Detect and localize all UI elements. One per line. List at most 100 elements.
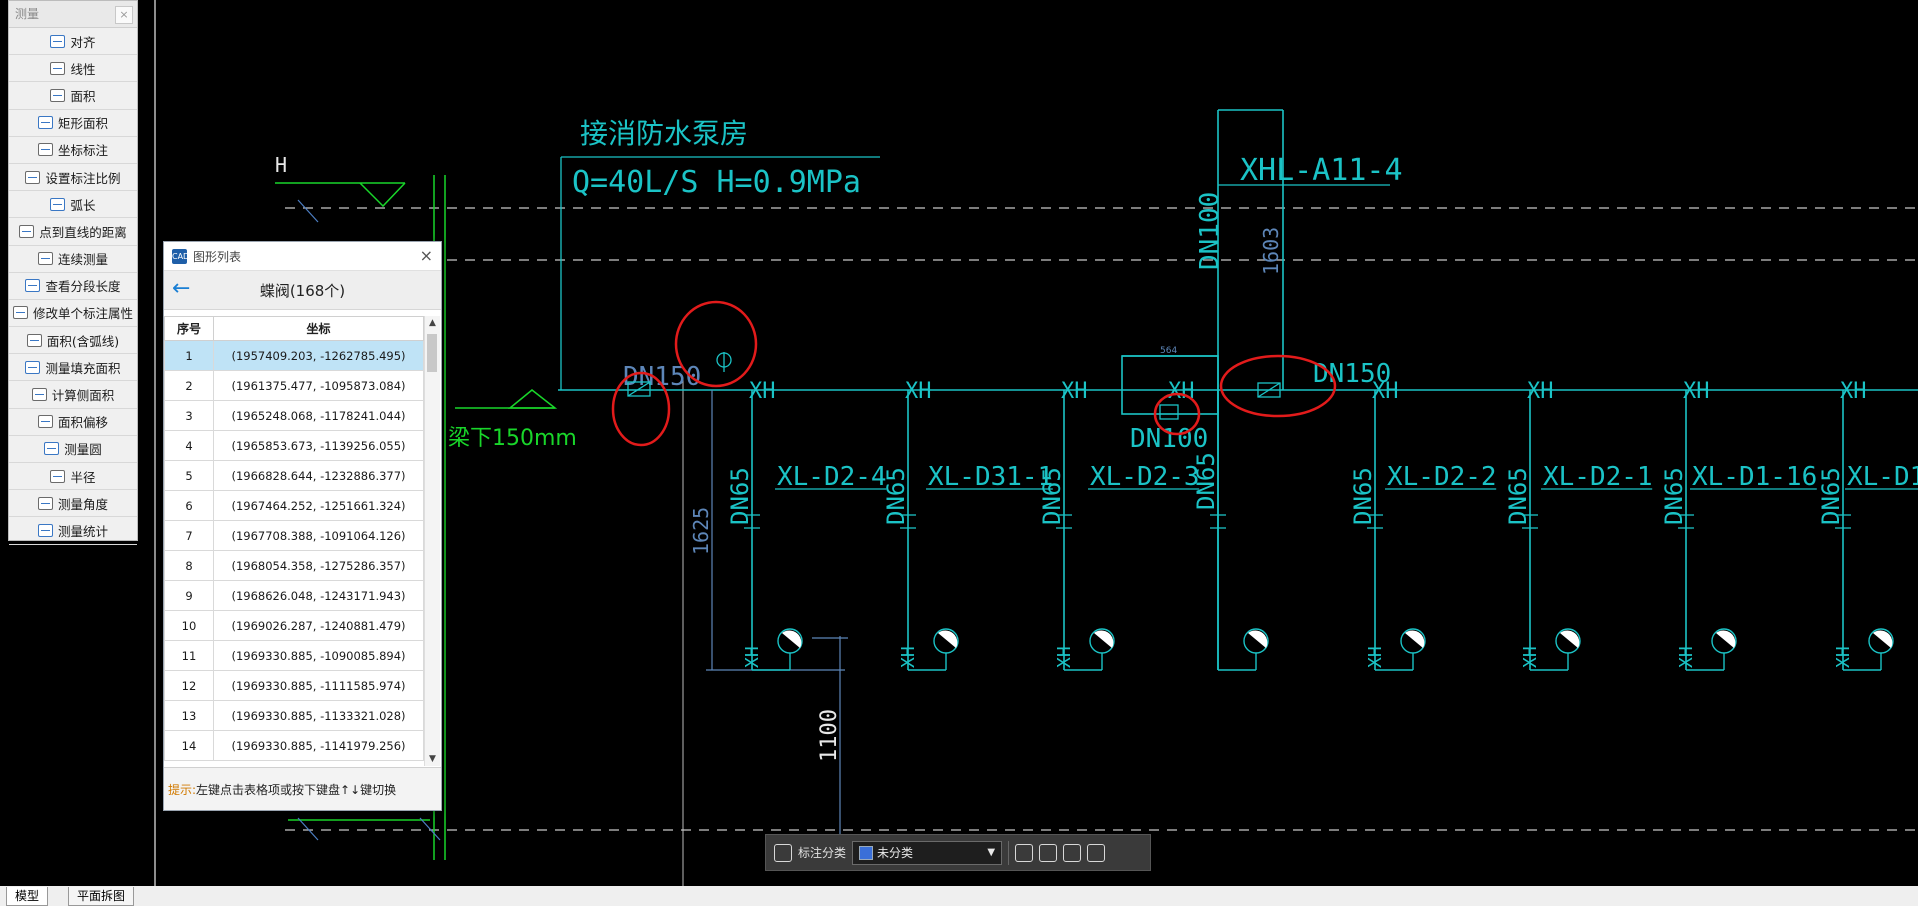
scroll-down-icon[interactable]: ▼ (429, 754, 436, 764)
align-measure-icon (50, 34, 66, 48)
measure-item[interactable]: 查看分段长度 (9, 273, 137, 300)
hydrant-fill (1405, 630, 1425, 648)
continuous-measure-icon (37, 252, 53, 266)
table-row[interactable]: 4(1965853.673, -1139256.055) (164, 430, 424, 461)
measure-item[interactable]: 面积 (9, 82, 137, 110)
scroll-up-icon[interactable]: ▲ (429, 318, 436, 328)
measure-item[interactable]: 测量圆 (9, 436, 137, 463)
pump-room-label: 接消防水泵房 (580, 117, 748, 150)
row-number: 3 (164, 400, 214, 431)
table-row[interactable]: 1(1957409.203, -1262785.495) (164, 340, 424, 371)
table-row[interactable]: 12(1969330.885, -1111585.974) (164, 670, 424, 701)
table-row[interactable]: 2(1961375.477, -1095873.084) (164, 370, 424, 401)
measure-item-label: 测量圆 (64, 442, 102, 458)
measure-item[interactable]: 坐标标注 (9, 137, 137, 164)
table-row[interactable]: 10(1969026.287, -1240881.479) (164, 610, 424, 641)
column-header-coord[interactable]: 坐标 (213, 316, 424, 341)
measure-item[interactable]: 测量统计 (9, 517, 137, 545)
measure-item-label: 坐标标注 (57, 143, 108, 159)
highlight-circle-1 (611, 371, 671, 447)
scale-icon (25, 170, 41, 184)
scroll-thumb[interactable] (427, 334, 437, 372)
dn65-label: DN65 (1817, 467, 1845, 525)
table-row[interactable]: 8(1968054.358, -1275286.357) (164, 550, 424, 581)
paste-icon[interactable] (1087, 843, 1106, 862)
xh-valve-label: XH (749, 379, 776, 404)
dialog-footer: 提示: 左键点击表格项或按下键盘↑↓键切换 (164, 767, 441, 810)
xh-valve-label: XH (1372, 379, 1399, 404)
category-color-swatch (859, 845, 874, 860)
arc-area-icon (26, 333, 42, 347)
hydrant-fill (1248, 630, 1268, 648)
measure-item[interactable]: 修改单个标注属性 (9, 300, 137, 328)
highlight-circle-2 (674, 300, 758, 388)
table-row[interactable]: 9(1968626.048, -1243171.943) (164, 580, 424, 611)
move-icon[interactable] (1039, 843, 1058, 862)
tip-label: 提示: (168, 782, 197, 797)
xh-side-label: XH (1676, 646, 1697, 668)
measure-item[interactable]: 线性 (9, 55, 137, 83)
table-row[interactable]: 11(1969330.885, -1090085.894) (164, 640, 424, 671)
row-number: 2 (164, 370, 214, 401)
row-number: 12 (164, 670, 214, 701)
measure-item-label: 矩形面积 (57, 116, 108, 132)
measure-item[interactable]: 面积(含弧线) (9, 327, 137, 355)
linear-measure-icon (50, 61, 66, 75)
xh-valve-label: XH (1527, 379, 1554, 404)
shape-table: 序号 坐标 1(1957409.203, -1262785.495)2(1961… (164, 316, 424, 761)
vertical-scrollbar[interactable]: ▲ ▼ (424, 316, 440, 766)
measure-item[interactable]: 测量填充面积 (9, 354, 137, 382)
measure-item-label: 测量统计 (57, 523, 108, 539)
measure-item[interactable]: 矩形面积 (9, 110, 137, 137)
table-row[interactable]: 7(1967708.388, -1091064.126) (164, 520, 424, 551)
dim-1100-label: 1100 (817, 709, 842, 762)
branch-tag: XL-D2-3 (1090, 462, 1200, 492)
measure-item[interactable]: 面积偏移 (9, 409, 137, 436)
dim-564-label: 564 (1160, 346, 1177, 356)
measure-item[interactable]: 连续测量 (9, 246, 137, 273)
radius-icon (50, 469, 66, 483)
category-select[interactable]: 未分类 ▼ (852, 840, 1003, 865)
measure-item[interactable]: 计算侧面积 (9, 381, 137, 409)
toolbar-separator (1008, 840, 1010, 865)
row-number: 1 (164, 340, 214, 371)
table-row[interactable]: 3(1965248.068, -1178241.044) (164, 400, 424, 431)
grid-apps-icon[interactable] (774, 843, 792, 862)
tab-plan-split[interactable]: 平面拆图 (68, 887, 135, 906)
measure-item-label: 线性 (70, 61, 96, 77)
row-coordinate: (1969330.885, -1133321.028) (213, 700, 424, 731)
measure-item-label: 面积 (70, 88, 96, 104)
measure-item-label: 查看分段长度 (45, 279, 121, 295)
statistics-icon (37, 523, 53, 537)
table-row[interactable]: 14(1969330.885, -1141979.256) (164, 730, 424, 761)
edit-icon[interactable] (1015, 843, 1034, 862)
point-line-distance-icon (19, 224, 35, 238)
xh-valve-label: XH (905, 379, 932, 404)
table-row[interactable]: 13(1969330.885, -1133321.028) (164, 700, 424, 731)
row-coordinate: (1957409.203, -1262785.495) (213, 340, 424, 371)
measure-item[interactable]: 对齐 (9, 28, 137, 56)
measure-item-label: 修改单个标注属性 (32, 306, 133, 322)
branch-tag: XL-D2-2 (1387, 462, 1497, 492)
xh-side-label: XH (1365, 646, 1386, 668)
column-header-no[interactable]: 序号 (164, 316, 214, 341)
table-row[interactable]: 5(1966828.644, -1232886.377) (164, 460, 424, 491)
back-arrow-icon[interactable]: ← (172, 276, 191, 301)
close-icon[interactable]: × (419, 246, 433, 265)
table-row[interactable]: 6(1967464.252, -1251661.324) (164, 490, 424, 521)
dn65-label: DN65 (1192, 452, 1220, 510)
area-offset-icon (37, 415, 53, 429)
measure-item-label: 面积偏移 (57, 415, 108, 431)
measure-item[interactable]: 点到直线的距离 (9, 218, 137, 246)
tab-model[interactable]: 模型 (6, 887, 49, 906)
measure-item[interactable]: 半径 (9, 463, 137, 491)
hydrant-fill (1094, 630, 1114, 648)
measure-item[interactable]: 测量角度 (9, 490, 137, 518)
dialog-titlebar: CAD 图形列表 × (164, 242, 441, 270)
measure-item[interactable]: 设置标注比例 (9, 164, 137, 192)
copy-icon[interactable] (1063, 843, 1082, 862)
panel-close-icon[interactable]: × (115, 6, 133, 24)
measure-item[interactable]: 弧长 (9, 191, 137, 219)
chevron-down-icon[interactable]: ▼ (987, 847, 996, 858)
measure-item-label: 设置标注比例 (45, 170, 121, 186)
